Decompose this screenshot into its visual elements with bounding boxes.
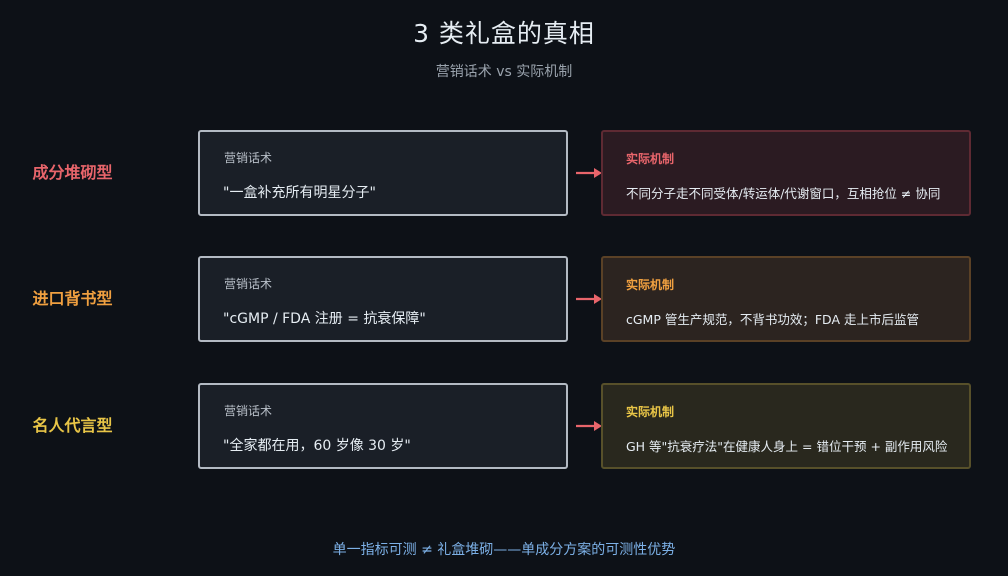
- category-row-import-endorsement: 进口背书型 营销话术 "cGMP / FDA 注册 = 抗衰保障" 实际机制 c…: [0, 256, 1008, 342]
- arrow-right-icon: [576, 168, 602, 178]
- page-subtitle: 营销话术 vs 实际机制: [435, 64, 573, 80]
- marketing-claim-box: 营销话术 "cGMP / FDA 注册 = 抗衰保障": [198, 256, 568, 342]
- claim-tag: 营销话术: [224, 404, 273, 418]
- footer-note: 单一指标可测 ≠ 礼盒堆砌——单成分方案的可测性优势: [332, 542, 676, 558]
- category-row-celebrity-endorsement: 名人代言型 营销话术 "全家都在用，60 岁像 30 岁" 实际机制 GH 等"…: [0, 383, 1008, 469]
- row-label: 名人代言型: [32, 416, 113, 435]
- claim-text: "全家都在用，60 岁像 30 岁": [223, 438, 411, 454]
- marketing-claim-box: 营销话术 "一盒补充所有明星分子": [198, 130, 568, 216]
- mechanism-text: cGMP 管生产规范，不背书功效；FDA 走上市后监管: [626, 312, 919, 327]
- mechanism-text: 不同分子走不同受体/转运体/代谢窗口，互相抢位 ≠ 协同: [626, 186, 941, 201]
- mechanism-tag: 实际机制: [626, 405, 675, 419]
- actual-mechanism-box: 实际机制 cGMP 管生产规范，不背书功效；FDA 走上市后监管: [601, 256, 971, 342]
- row-label: 进口背书型: [32, 289, 113, 308]
- claim-text: "cGMP / FDA 注册 = 抗衰保障": [223, 311, 426, 327]
- mechanism-tag: 实际机制: [626, 278, 675, 292]
- page-title: 3 类礼盒的真相: [413, 19, 595, 48]
- actual-mechanism-box: 实际机制 GH 等"抗衰疗法"在健康人身上 = 错位干预 + 副作用风险: [601, 383, 971, 469]
- actual-mechanism-box: 实际机制 不同分子走不同受体/转运体/代谢窗口，互相抢位 ≠ 协同: [601, 130, 971, 216]
- row-label: 成分堆砌型: [32, 163, 113, 182]
- claim-tag: 营销话术: [224, 151, 273, 165]
- mechanism-text: GH 等"抗衰疗法"在健康人身上 = 错位干预 + 副作用风险: [626, 439, 948, 454]
- claim-tag: 营销话术: [224, 277, 273, 291]
- mechanism-tag: 实际机制: [626, 152, 675, 166]
- arrow-right-icon: [576, 294, 602, 304]
- claim-text: "一盒补充所有明星分子": [223, 185, 376, 201]
- category-row-ingredient-stacking: 成分堆砌型 营销话术 "一盒补充所有明星分子" 实际机制 不同分子走不同受体/转…: [0, 130, 1008, 216]
- marketing-claim-box: 营销话术 "全家都在用，60 岁像 30 岁": [198, 383, 568, 469]
- arrow-right-icon: [576, 421, 602, 431]
